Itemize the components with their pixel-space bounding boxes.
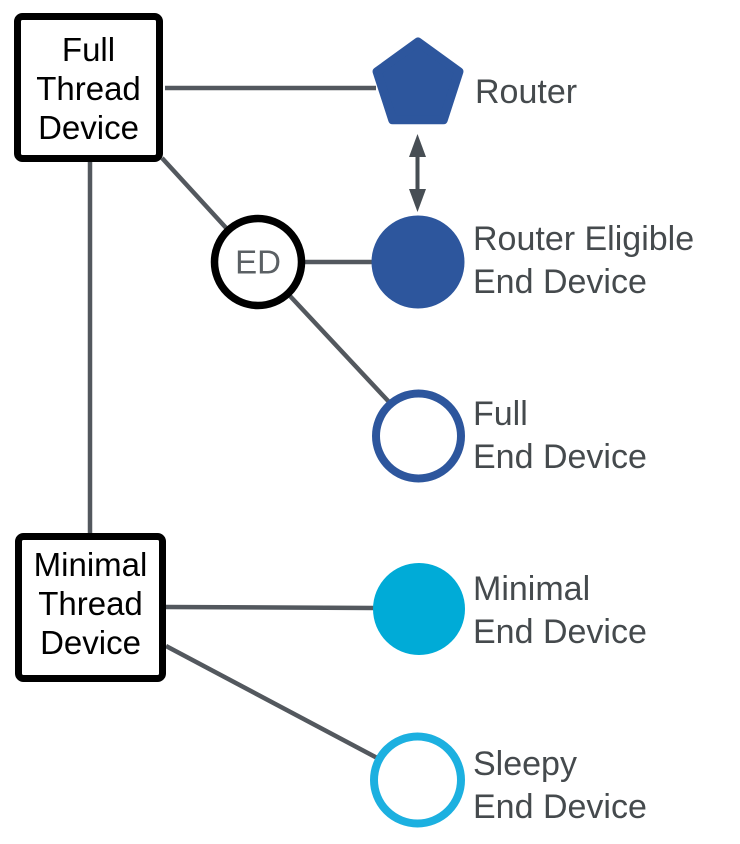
sleepy-end-device-label-line2: End Device (473, 788, 647, 826)
router-pentagon-icon (372, 37, 464, 125)
router-eligible-end-device-label-line2: End Device (473, 263, 647, 301)
minimal-end-device-circle-icon (373, 563, 465, 655)
minimal-thread-device-line2: Thread (38, 585, 143, 622)
edge-full-thread-device-to-ed (160, 156, 230, 232)
bidirectional-arrow-head-down (409, 189, 426, 212)
minimal-thread-device-line3: Device (40, 624, 141, 661)
edge-minimal-thread-device-to-sleepy-end-device (164, 644, 383, 762)
sleepy-end-device-label-line1: Sleepy (473, 745, 577, 783)
full-end-device-circle-icon (372, 389, 465, 483)
full-thread-device-line3: Device (38, 109, 139, 146)
router-eligible-end-device-circle-icon (371, 215, 465, 309)
sleepy-end-device-circle-icon (370, 732, 465, 828)
router-label: Router (475, 73, 577, 111)
minimal-thread-device-box: Minimal Thread Device (15, 533, 166, 682)
ed-label: ED (235, 244, 281, 281)
bidirectional-arrow-head-up (409, 134, 426, 157)
bidirectional-arrow (409, 134, 426, 212)
full-thread-device-line1: Full (62, 31, 115, 68)
full-thread-device-border (14, 13, 163, 162)
minimal-end-device-label-line2: End Device (473, 613, 647, 651)
edge-ed-to-full-end-device (288, 294, 392, 405)
edge-minimal-thread-device-to-minimal-end-device (165, 604, 375, 611)
full-thread-device-box: Full Thread Device (14, 13, 163, 162)
minimal-thread-device-line1: Minimal (34, 546, 148, 583)
full-end-device-label-line2: End Device (473, 438, 647, 476)
ed-circle-icon (210, 214, 306, 310)
minimal-end-device-label-line1: Minimal (473, 570, 590, 608)
minimal-thread-device-border (15, 533, 166, 682)
router-eligible-end-device-label-line1: Router Eligible (473, 220, 694, 258)
full-end-device-label-line1: Full (473, 395, 528, 433)
full-thread-device-line2: Thread (36, 70, 141, 107)
